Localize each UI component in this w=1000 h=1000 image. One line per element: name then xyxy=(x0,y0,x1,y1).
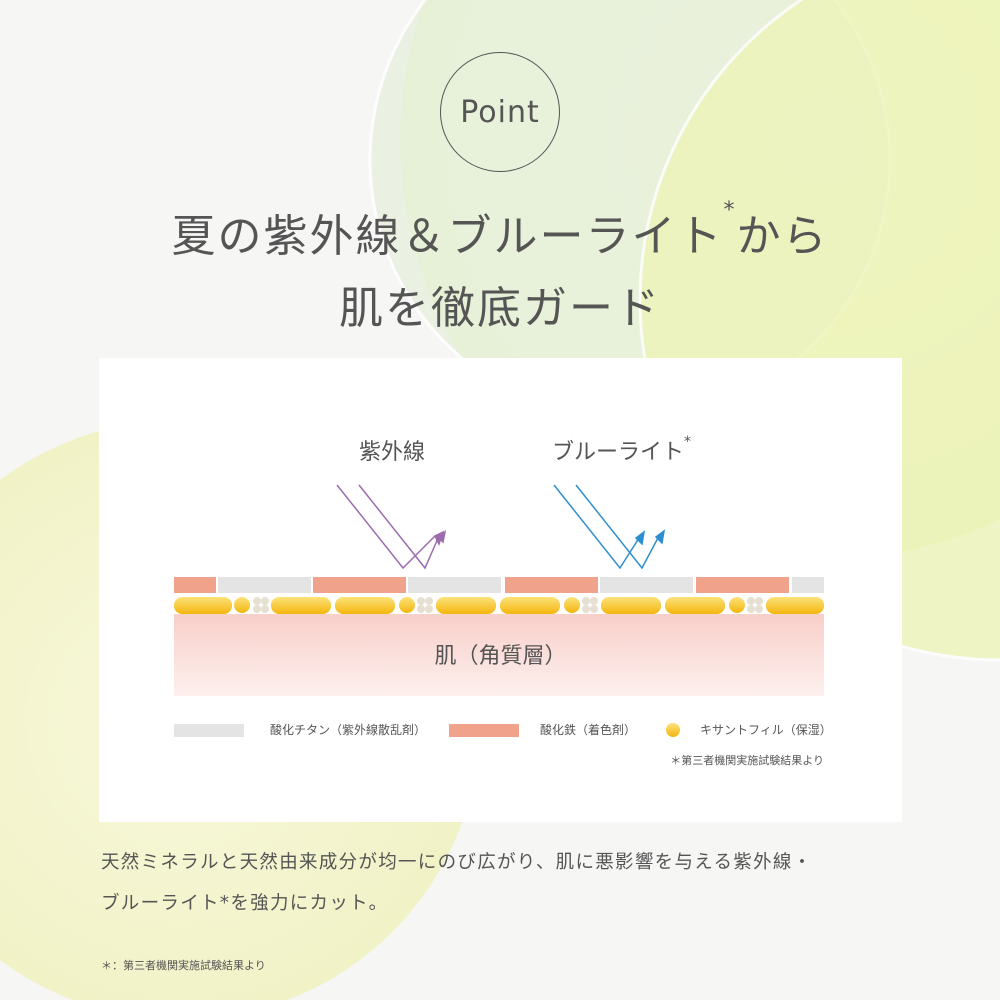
legend-text-iron-oxide: 酸化鉄（着色剤） xyxy=(540,723,637,737)
skin-layer-label: 肌（角質層） xyxy=(434,644,567,669)
headline-line-1-main: 夏の紫外線＆ブルーライト xyxy=(171,211,724,262)
headline-line-1: 夏の紫外線＆ブルーライト*から xyxy=(0,198,1000,264)
titanium-dot xyxy=(425,597,433,605)
iron-oxide-brick xyxy=(313,577,406,593)
skin-layer xyxy=(174,614,824,696)
titanium-dot xyxy=(261,597,269,605)
blue-ray xyxy=(553,484,640,570)
xanthophyll-capsule xyxy=(665,597,725,614)
xanthophyll-row xyxy=(174,597,824,614)
xanthophyll-capsule xyxy=(766,597,824,614)
legend-swatch-titanium xyxy=(174,724,244,737)
xanthophyll-capsule xyxy=(436,597,496,614)
titanium-brick xyxy=(600,577,693,593)
xanthophyll-capsule xyxy=(500,597,560,614)
titanium-dot xyxy=(253,605,261,613)
titanium-dot xyxy=(747,597,755,605)
legend-swatch-xanthophyll xyxy=(666,723,680,737)
blue-light-rays xyxy=(553,484,666,570)
blue-light-label-text: ブルーライト xyxy=(552,440,685,465)
footnote: ＊：第三者機関実施試験結果より xyxy=(101,959,266,972)
titanium-brick xyxy=(792,577,824,593)
titanium-dot xyxy=(590,605,598,613)
titanium-dot xyxy=(590,597,598,605)
titanium-dot xyxy=(747,605,755,613)
iron-oxide-brick xyxy=(696,577,789,593)
xanthophyll-dot xyxy=(729,597,745,613)
point-badge-label: Point xyxy=(460,94,540,130)
uv-ray xyxy=(358,484,440,570)
titanium-brick xyxy=(408,577,501,593)
headline-line-1-tail: から xyxy=(736,211,829,262)
uv-arrow-head xyxy=(437,529,447,544)
blue-light-label: ブルーライト* xyxy=(552,434,691,466)
xanthophyll-dot xyxy=(399,597,415,613)
description-line-2: ブルーライト*を強力にカット。 xyxy=(101,893,389,914)
xanthophyll-dot xyxy=(564,597,580,613)
iron-oxide-brick xyxy=(505,577,598,593)
titanium-dot xyxy=(417,605,425,613)
legend-swatch-iron-oxide xyxy=(449,724,519,737)
description-line-1: 天然ミネラルと天然由来成分が均一にのび広がり、肌に悪影響を与える紫外線・ xyxy=(101,852,813,873)
uv-label: 紫外線 xyxy=(359,440,426,465)
xanthophyll-capsule xyxy=(335,597,395,614)
blue-light-asterisk: * xyxy=(684,434,692,450)
titanium-dot xyxy=(417,597,425,605)
uv-ray xyxy=(336,484,436,570)
blue-arrow-head xyxy=(634,530,646,546)
titanium-dot xyxy=(582,597,590,605)
mineral-brick-row xyxy=(174,577,824,593)
headline-asterisk: * xyxy=(723,198,737,223)
headline-line-2: 肌を徹底ガード xyxy=(339,283,661,334)
titanium-brick xyxy=(218,577,311,593)
titanium-dot xyxy=(755,597,763,605)
titanium-dot xyxy=(253,597,261,605)
diagram-panel: 紫外線 ブルーライト* 肌（角質層） 酸化チタン（紫外線散乱剤） 酸化鉄（着色剤… xyxy=(99,358,902,822)
iron-oxide-brick xyxy=(174,577,216,593)
xanthophyll-capsule xyxy=(174,597,232,614)
titanium-dot xyxy=(582,605,590,613)
blue-arrow-head xyxy=(654,529,666,545)
titanium-dot xyxy=(425,605,433,613)
titanium-dot xyxy=(755,605,763,613)
skin-layer-diagram xyxy=(174,484,824,737)
legend-text-xanthophyll: キサントフィル（保湿） xyxy=(700,723,832,737)
diagram-note: ＊第三者機関実施試験結果より xyxy=(670,754,824,767)
titanium-dot xyxy=(261,605,269,613)
xanthophyll-dot xyxy=(234,597,250,613)
uv-rays xyxy=(336,484,447,570)
xanthophyll-capsule xyxy=(271,597,331,614)
blue-ray xyxy=(575,484,660,570)
legend-text-titanium: 酸化チタン（紫外線散乱剤） xyxy=(270,723,427,737)
xanthophyll-capsule xyxy=(601,597,661,614)
point-badge: Point xyxy=(440,52,560,172)
